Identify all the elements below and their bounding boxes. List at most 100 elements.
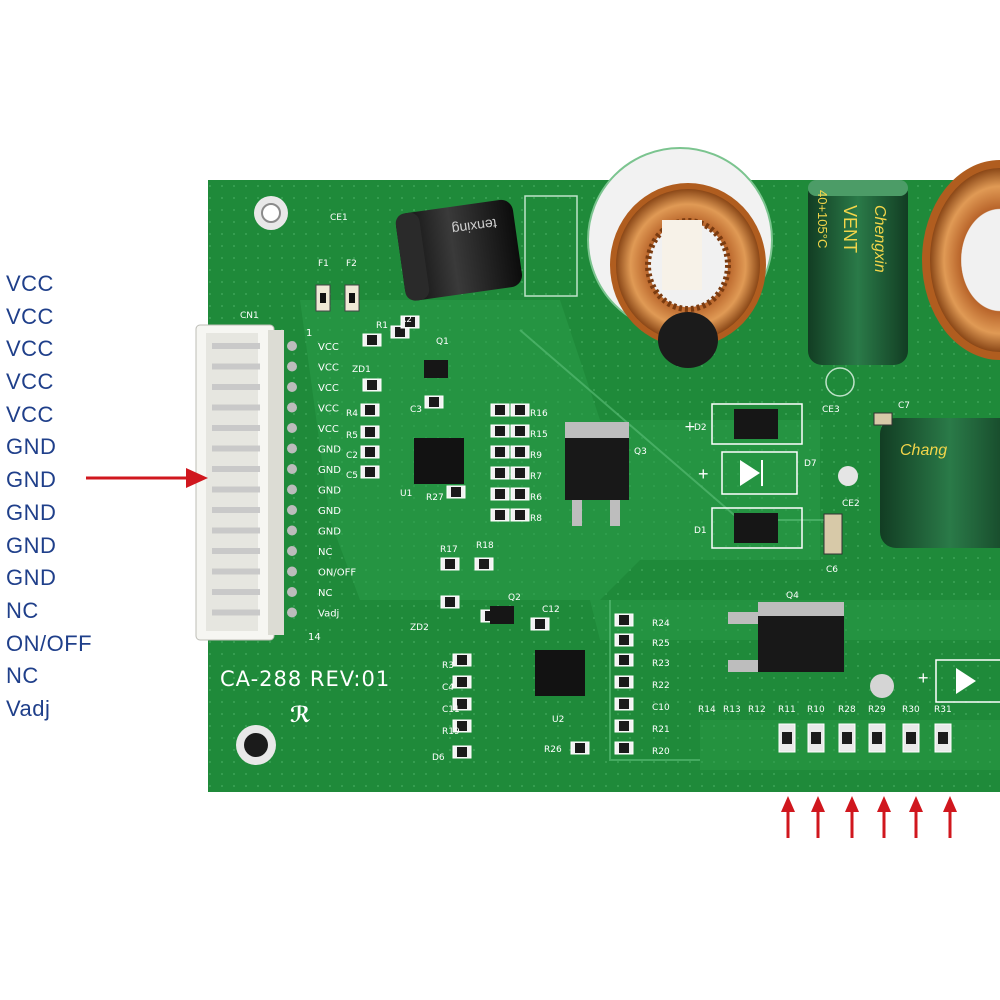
- silk-r4: R4: [346, 409, 358, 419]
- pin-label: GND: [6, 499, 57, 525]
- pin-label: GND: [6, 467, 57, 493]
- silk-zd1: ZD1: [352, 365, 371, 375]
- silk-r3: R3: [442, 661, 454, 671]
- solder-pad: [287, 443, 297, 454]
- resistor-body: [872, 732, 882, 744]
- diode-d2: [711, 403, 803, 445]
- silk-c10: C10: [652, 703, 670, 713]
- connector-silk-label: VCC: [318, 363, 339, 374]
- smd-body: [457, 747, 467, 757]
- diode-d1: [711, 507, 803, 549]
- capacitor-rating: 40+105°C: [815, 190, 830, 248]
- silk-r26: R26: [544, 745, 562, 755]
- silk-r1: R1: [376, 321, 388, 331]
- silk-q3: Q3: [634, 447, 647, 457]
- mounting-hole: [236, 725, 276, 765]
- smd-body: [479, 559, 489, 569]
- connector-pin: [212, 363, 260, 370]
- solder-pad: [287, 607, 297, 618]
- silk-c11: C11: [442, 705, 460, 715]
- smd-components: [360, 315, 634, 759]
- smd-body: [405, 317, 415, 327]
- smd-body: [535, 619, 545, 629]
- smd-body: [619, 615, 629, 625]
- capacitor-vent: VENT: [840, 205, 860, 253]
- connector-silk-label: VCC: [318, 383, 339, 394]
- silk-d6: D6: [432, 753, 445, 763]
- silk-zd2: ZD2: [410, 623, 429, 633]
- smd-body: [619, 743, 629, 753]
- silk-q2: Q2: [508, 593, 521, 603]
- silk-r9: R9: [530, 451, 542, 461]
- silk-c7: C7: [898, 401, 910, 411]
- smd-body: [515, 405, 525, 415]
- silk-d7: D7: [804, 459, 817, 469]
- connector-silk-label: GND: [318, 486, 341, 497]
- silk-f1: F1: [318, 259, 329, 269]
- silk-bottom-resistor: R28: [838, 705, 856, 715]
- smd-body: [575, 743, 585, 753]
- silk-q4: Q4: [786, 591, 799, 601]
- connector-silk-label: Vadj: [318, 609, 339, 620]
- pin-label: VCC: [6, 303, 54, 329]
- silk-bottom-resistor: R14: [698, 705, 716, 715]
- smd-body: [495, 447, 505, 457]
- silk-r27: R27: [426, 493, 444, 503]
- arrow-head: [877, 796, 891, 812]
- silk-bottom-resistor: R29: [868, 705, 886, 715]
- resistor-body: [782, 732, 792, 744]
- connector-silk-label: NC: [318, 547, 332, 558]
- silk-ce3: CE3: [822, 405, 840, 415]
- connector-silk-label: GND: [318, 527, 341, 538]
- silk-r18: R18: [476, 541, 494, 551]
- silk-r22: R22: [652, 681, 670, 691]
- silk-bottom-resistor: R12: [748, 705, 766, 715]
- capacitor-brand: Chengxin: [871, 205, 888, 273]
- smd-body: [495, 510, 505, 520]
- silk-cn1: CN1: [240, 311, 259, 321]
- silk-c12: C12: [542, 605, 560, 615]
- solder-pad: [287, 587, 297, 597]
- capacitor-chengxin: Chengxin VENT 40+105°C: [808, 180, 908, 365]
- smd-body: [365, 447, 375, 457]
- solder-pad: [287, 382, 297, 392]
- smd-body: [445, 597, 455, 607]
- silk-r6: R6: [530, 493, 542, 503]
- silk-bottom-resistor: R10: [807, 705, 825, 715]
- silk-r25: R25: [652, 639, 670, 649]
- arrow-head: [909, 796, 923, 812]
- smd-body: [515, 468, 525, 478]
- connector-silk-label: GND: [318, 445, 341, 456]
- connector-pin: [212, 486, 260, 493]
- resistor-body: [906, 732, 916, 744]
- connector-pin: [212, 568, 260, 575]
- silk-c4: C4: [442, 683, 454, 693]
- pin-label: NC: [6, 597, 39, 623]
- pin-label: VCC: [6, 336, 54, 362]
- silk-r7: R7: [530, 472, 542, 482]
- smd-body: [457, 655, 467, 665]
- silk-f2: F2: [346, 259, 357, 269]
- connector-pin: [212, 466, 260, 472]
- silk-r2: R2: [400, 315, 412, 325]
- silk-pin-last: 14: [308, 632, 321, 643]
- arrow-head: [845, 796, 859, 812]
- silk-r21: R21: [652, 725, 670, 735]
- mosfet-q4: [728, 602, 844, 672]
- connector-pin: [212, 527, 260, 534]
- smd-body: [457, 721, 467, 731]
- silk-q1: Q1: [436, 337, 449, 347]
- pin-label: GND: [6, 434, 57, 460]
- silk-bottom-resistor: R11: [778, 705, 796, 715]
- pin-label: Vadj: [6, 695, 51, 721]
- smd-body: [367, 335, 377, 345]
- connector-silk-label: VCC: [318, 342, 339, 353]
- silk-pin-first: 1: [306, 328, 312, 339]
- smd-body: [619, 635, 629, 645]
- ic-u2: [535, 650, 585, 696]
- bottom-arrows: [781, 796, 957, 838]
- smd-body: [445, 559, 455, 569]
- mounting-hole: [254, 196, 288, 230]
- silk-r15: R15: [530, 430, 548, 440]
